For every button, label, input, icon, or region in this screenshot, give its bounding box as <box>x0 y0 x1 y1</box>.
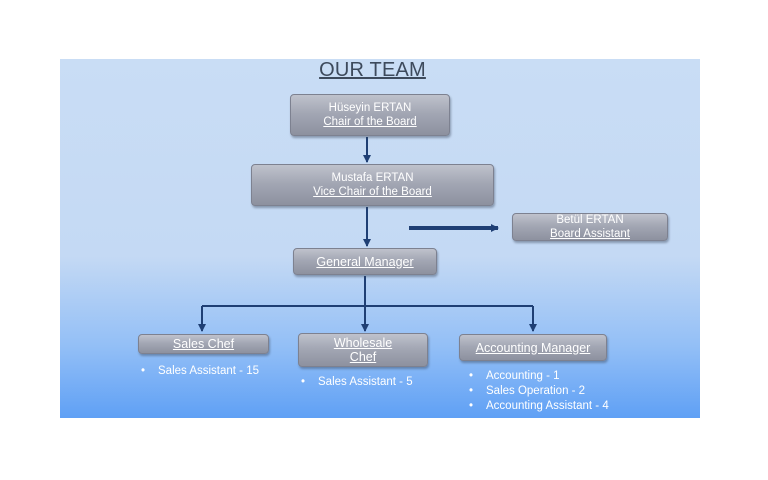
node-vice-chair: Mustafa ERTAN Vice Chair of the Board <box>251 164 494 206</box>
page-title: OUR TEAM <box>319 59 426 81</box>
node-vice-chair-name: Mustafa ERTAN <box>331 172 414 184</box>
node-wholesale-chef-role: Wholesale Chef <box>333 336 393 364</box>
node-assistant-name: Betül ERTAN <box>556 214 624 226</box>
node-assistant-role: Board Assistant <box>550 228 630 240</box>
node-chair: Hüseyin ERTAN Chair of the Board <box>290 94 450 136</box>
node-general-manager-role: General Manager <box>316 254 414 269</box>
node-board-assistant: Betül ERTAN Board Assistant <box>512 213 668 241</box>
node-sales-chef: Sales Chef <box>138 334 269 354</box>
list-item: •Sales Operation - 2 <box>469 385 586 397</box>
node-sales-chef-role: Sales Chef <box>172 337 235 351</box>
list-item: •Sales Assistant - 5 <box>301 376 413 388</box>
node-chair-name: Hüseyin ERTAN <box>328 102 412 114</box>
node-accounting-manager-role: Accounting Manager <box>475 340 591 355</box>
list-item: •Sales Assistant - 15 <box>141 365 259 377</box>
node-accounting-manager: Accounting Manager <box>459 334 607 361</box>
wholesale-staff-list: •Sales Assistant - 5 <box>301 375 413 390</box>
node-general-manager: General Manager <box>293 248 437 275</box>
list-item: •Accounting - 1 <box>469 370 560 382</box>
accounting-staff-list: •Accounting - 1 •Sales Operation - 2 •Ac… <box>469 369 609 414</box>
list-item: •Accounting Assistant - 4 <box>469 400 609 412</box>
node-vice-chair-role: Vice Chair of the Board <box>313 186 432 198</box>
node-wholesale-chef: Wholesale Chef <box>298 333 428 367</box>
sales-staff-list: •Sales Assistant - 15 <box>141 364 259 379</box>
node-chair-role: Chair of the Board <box>323 116 417 128</box>
